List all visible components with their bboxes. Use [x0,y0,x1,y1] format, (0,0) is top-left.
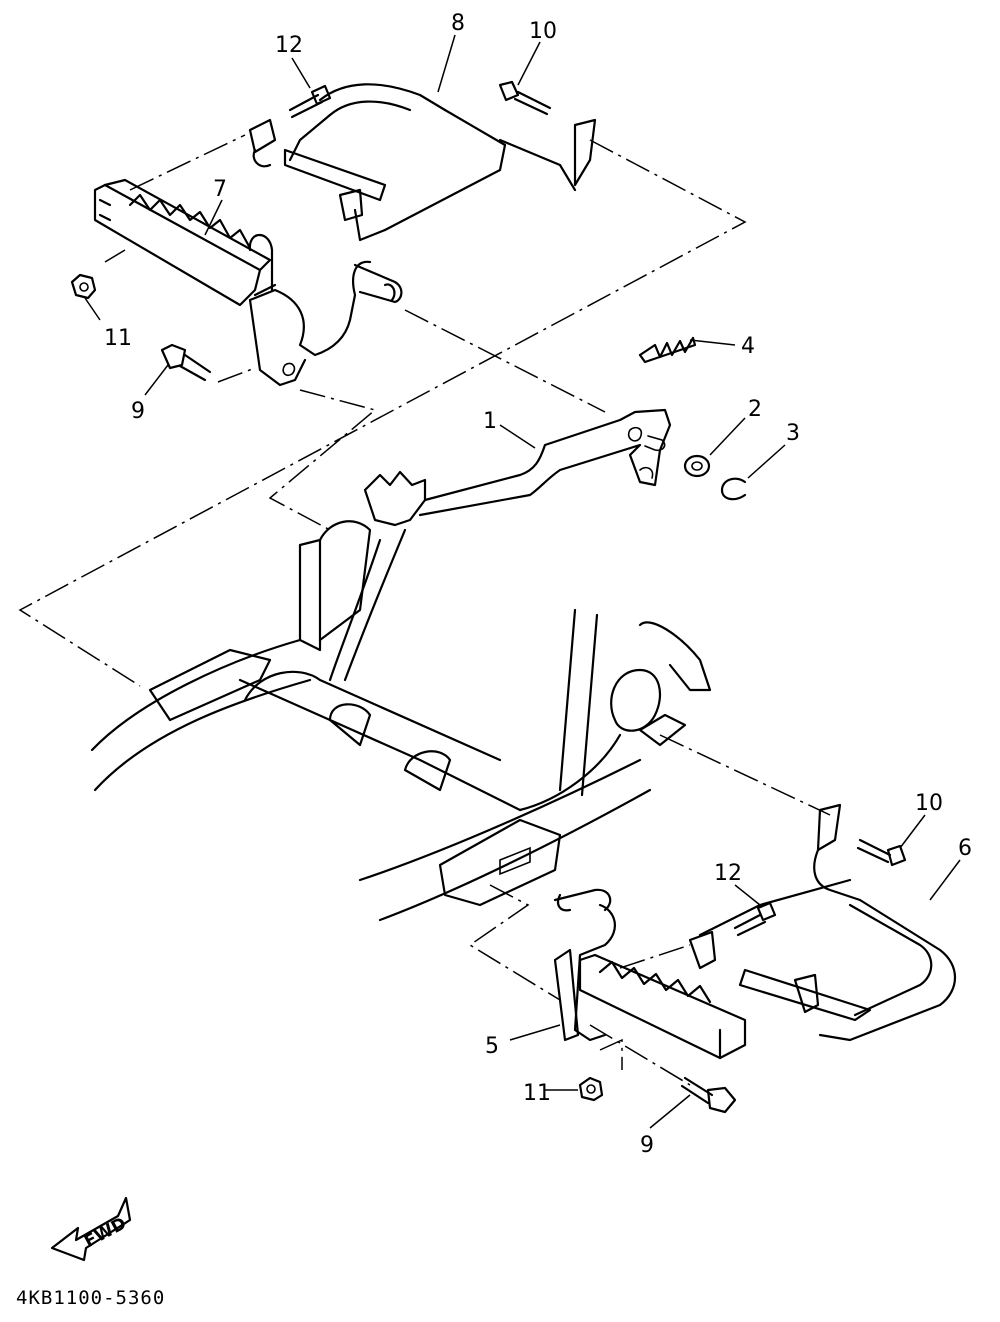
callout-2: 2 [748,397,762,422]
left-footrest-bracket-part-8 [248,83,597,242]
left-pivot-bracket [248,260,403,387]
callout-11-top: 11 [104,326,132,351]
nut-part-11-top [70,273,97,300]
nut-part-11-bottom [578,1076,604,1102]
callout-3: 3 [786,421,800,446]
callout-11-bottom: 11 [523,1081,551,1106]
callout-9-top: 9 [131,399,145,424]
circlip-part-3 [720,477,747,501]
callout-1: 1 [483,409,497,434]
diagram-code: 4KB1100-5360 [16,1287,165,1309]
washer-part-2 [683,454,711,478]
callout-12-bottom: 12 [714,861,742,886]
brake-pedal-part-1 [363,408,672,527]
callout-4: 4 [741,334,755,359]
right-footpeg-part-5 [553,888,747,1060]
callout-numbers: 12 8 10 7 11 9 4 1 2 3 10 6 12 5 11 9 [104,11,972,1158]
right-footrest-bracket-part-6 [688,803,956,1042]
callout-7: 7 [213,177,227,202]
callout-9-bottom: 9 [640,1133,654,1158]
callout-8: 8 [451,11,465,36]
bolt-part-9-top [160,343,212,382]
left-footpeg-part-7 [93,178,277,307]
bolt-part-10-top [498,80,552,116]
return-spring-part-4 [638,336,697,364]
bolt-part-9-bottom [680,1076,737,1114]
frame-assembly [90,520,712,922]
callout-5: 5 [485,1034,499,1059]
fwd-arrow-icon: FWD [50,1196,132,1262]
assembly-reference-lines [18,134,831,1086]
bolt-part-10-bottom [856,838,907,867]
callout-leaders [84,34,961,1129]
bolt-part-12-bottom [733,901,777,937]
callout-10-bottom: 10 [915,791,943,816]
callout-12-top: 12 [275,33,303,58]
fwd-label: FWD [81,1214,130,1253]
bolt-part-12-top [288,84,332,119]
callout-6: 6 [958,836,972,861]
callout-10-top: 10 [529,19,557,44]
